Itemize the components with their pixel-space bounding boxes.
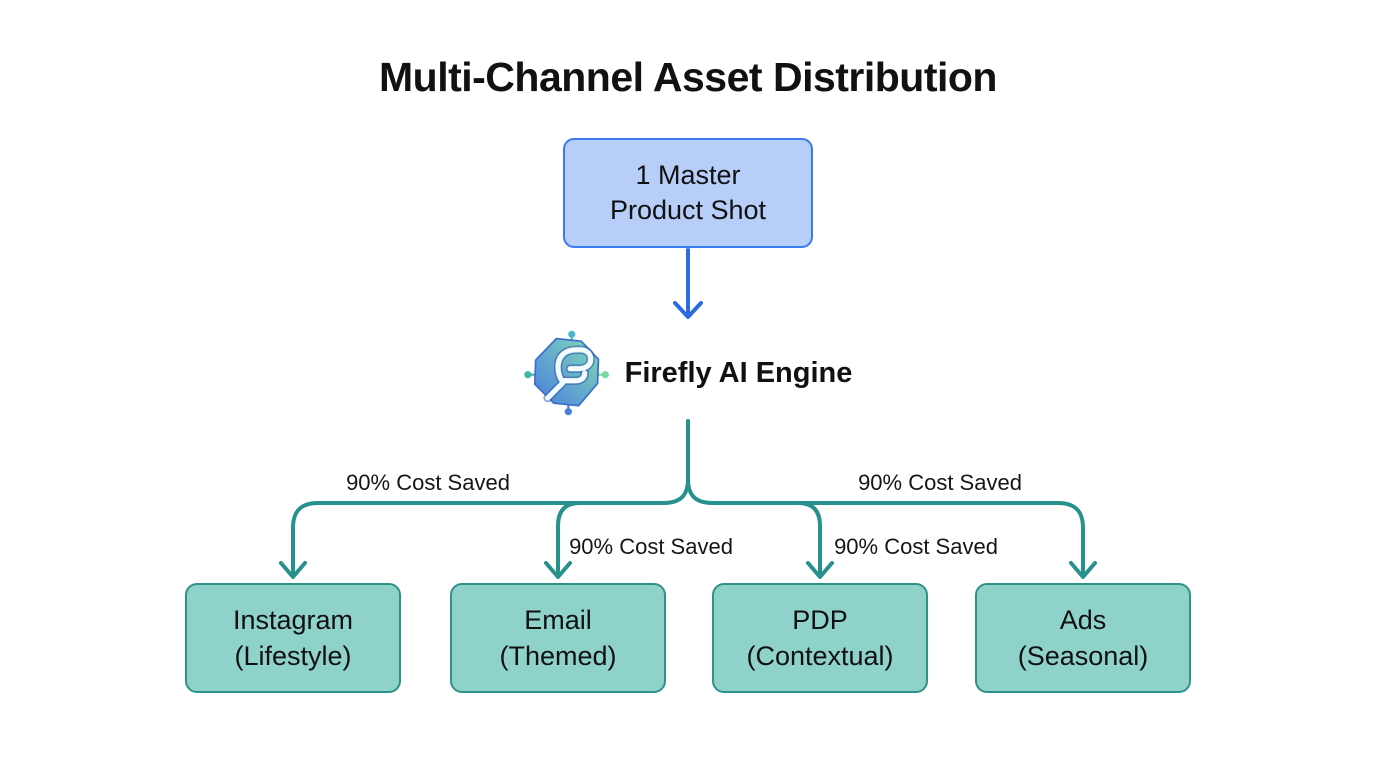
page-title: Multi-Channel Asset Distribution (379, 54, 997, 100)
master-node-line2: Product Shot (609, 195, 767, 225)
channel-line2: (Contextual) (746, 641, 894, 671)
channel-node-instagram: Instagram (Lifestyle) (185, 583, 401, 693)
edge-label-pdp: 90% Cost Saved (834, 534, 998, 559)
channel-line1: PDP (792, 605, 848, 635)
edge-label-instagram: 90% Cost Saved (346, 470, 510, 495)
edge-label-ads: 90% Cost Saved (858, 470, 1022, 495)
channel-node-pdp: PDP (Contextual) (712, 583, 928, 693)
firefly-engine-label: Firefly AI Engine (624, 356, 853, 389)
channel-line1: Email (524, 605, 592, 635)
master-product-shot-node: 1 Master Product Shot (563, 138, 813, 248)
channel-node-ads: Ads (Seasonal) (975, 583, 1191, 693)
arrow-master-to-engine (673, 248, 703, 319)
firefly-ai-engine-icon (524, 330, 609, 416)
master-node-line1: 1 Master (635, 160, 741, 190)
channel-node-email: Email (Themed) (450, 583, 666, 693)
edge-label-email: 90% Cost Saved (569, 534, 733, 559)
channel-line1: Instagram (232, 605, 354, 635)
icon-f-glyph (543, 345, 596, 403)
channel-line2: (Themed) (499, 641, 617, 671)
channel-line1: Ads (1059, 605, 1107, 635)
firefly-engine-node: Firefly AI Engine (524, 329, 853, 417)
channel-line2: (Seasonal) (1017, 641, 1149, 671)
channel-line2: (Lifestyle) (234, 641, 352, 671)
